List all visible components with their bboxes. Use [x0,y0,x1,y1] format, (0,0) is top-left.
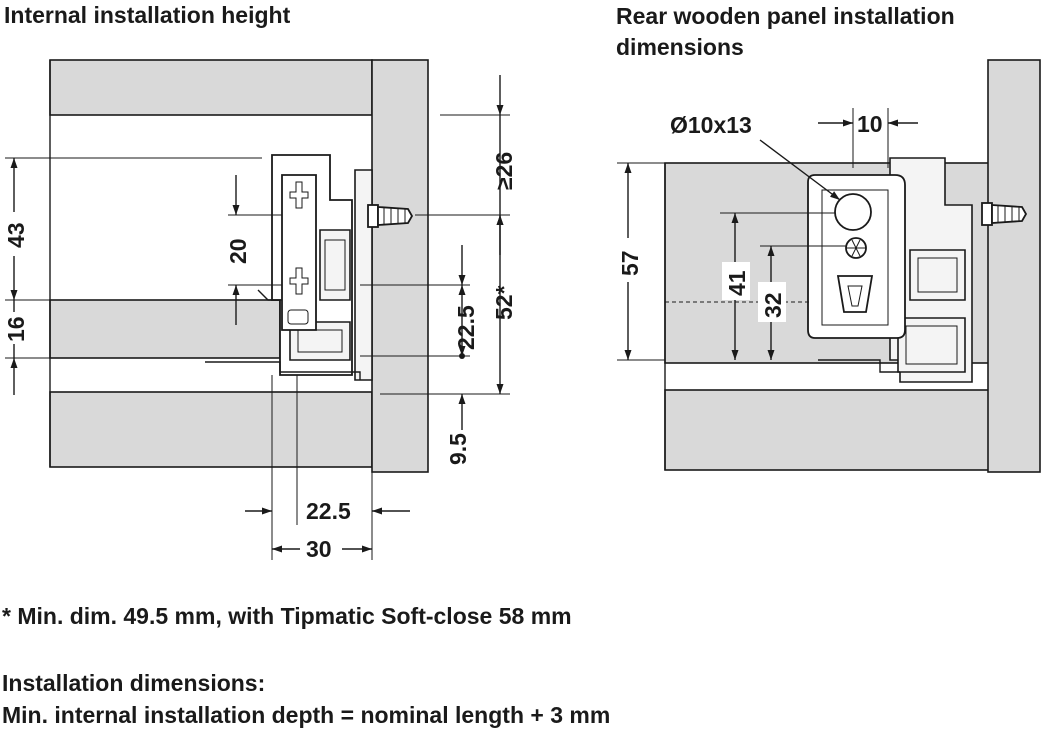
right-diagram: 57 41 32 10 Ø10x13 [615,59,1041,473]
dim-20: 20 [225,238,251,264]
left-diagram-title: Internal installation height [4,2,291,28]
dim-52: 52* [491,285,517,320]
dim-22-5-horizontal: 22.5 [306,498,351,524]
right-diagram-title: Rear wooden panel installation dimension… [616,3,955,60]
dim-30: 30 [306,536,332,562]
cabinet-side-panel [371,59,429,473]
technical-drawing: ≥26 52* 22.5 9.5 43 16 20 22.5 [0,59,1041,562]
mounting-screw [367,204,414,228]
dim-32: 32 [760,292,786,318]
dim-9-5: 9.5 [445,433,471,465]
dim-26: ≥26 [491,152,517,190]
dim-57: 57 [617,250,643,276]
dim-41: 41 [724,270,750,296]
installation-depth-note: Min. internal installation depth = nomin… [2,702,611,728]
dim-hole-diameter: Ø10x13 [670,112,752,138]
bottom-drawer-panel [49,391,373,468]
top-drawer-panel [49,59,373,116]
right-bottom-panel [664,389,991,471]
dim-10: 10 [857,111,883,137]
rear-bracket [807,157,973,383]
middle-drawer-panel [49,299,281,359]
right-mounting-screw [981,202,1028,226]
drawer-bracket [205,154,373,381]
left-diagram: ≥26 52* 22.5 9.5 43 16 20 22.5 [0,59,517,562]
installation-dimensions-heading: Installation dimensions: [2,670,266,696]
dim-43: 43 [3,222,29,248]
right-cabinet-side [987,59,1041,473]
footnote-min-dim: * Min. dim. 49.5 mm, with Tipmatic Soft-… [2,603,572,629]
dim-22-5-vertical: 22.5 [453,305,479,350]
dim-16: 16 [3,316,29,342]
